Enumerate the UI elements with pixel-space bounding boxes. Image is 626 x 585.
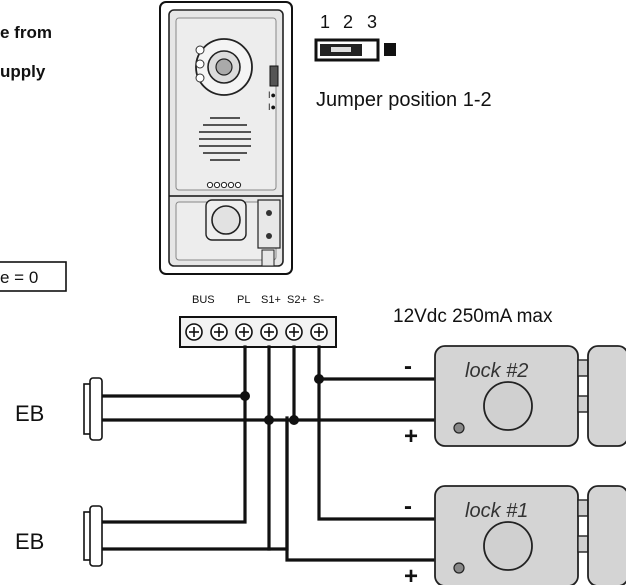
call-button-icon: [205, 199, 247, 241]
lock-2-led-icon: [453, 422, 465, 434]
lock-2-plus: +: [404, 423, 418, 450]
jumper-caption: Jumper position 1-2: [316, 89, 492, 111]
lock-1-minus: -: [404, 493, 412, 520]
lock-1-plus: +: [404, 563, 418, 585]
door-station-panel: I● I●: [159, 1, 293, 275]
exit-button-2: EB: [15, 505, 103, 567]
exit-button-1-label: EB: [15, 401, 44, 426]
exit-button-1: EB: [15, 377, 103, 441]
jumper-number-3: 3: [367, 12, 377, 32]
terminal-label-sminus: S-: [313, 294, 324, 306]
note-line-2: upply: [0, 62, 46, 81]
setting-box: e = 0: [0, 261, 67, 292]
terminal-block: [179, 316, 337, 348]
lock-1-label: lock #1: [465, 500, 528, 522]
lock-2: - + lock #2: [404, 345, 626, 450]
camera-icon: [195, 38, 253, 96]
exit-button-2-label: EB: [15, 529, 44, 554]
wiring: [93, 345, 437, 562]
terminal-label-bus: BUS: [192, 294, 215, 306]
terminal-label-s1plus: S1+: [261, 294, 281, 306]
setting-box-text: e = 0: [0, 268, 38, 287]
terminal-label-pl: PL: [237, 294, 250, 306]
jumper-number-1: 1: [320, 12, 330, 32]
lock-1: - + lock #1: [404, 485, 626, 585]
jumper-number-2: 2: [343, 12, 353, 32]
terminal-labels: BUS PL S1+ S2+ S-: [192, 294, 324, 306]
svg-text:I●: I●: [268, 102, 276, 112]
speaker-grille-icon: [199, 117, 251, 161]
svg-text:I●: I●: [268, 90, 276, 100]
side-switch-icon: I● I●: [268, 65, 279, 112]
power-spec: 12Vdc 250mA max: [393, 306, 553, 327]
lock-2-label: lock #2: [465, 360, 528, 382]
jumper-block: 1 2 3 Jumper position 1-2: [314, 12, 492, 111]
screw-block-icon: [257, 199, 281, 249]
lock-1-led-icon: [453, 562, 465, 574]
terminal-label-s2plus: S2+: [287, 294, 307, 306]
note-line-1: e from: [0, 23, 52, 42]
led-row-icon: [206, 181, 242, 189]
lock-2-minus: -: [404, 353, 412, 380]
